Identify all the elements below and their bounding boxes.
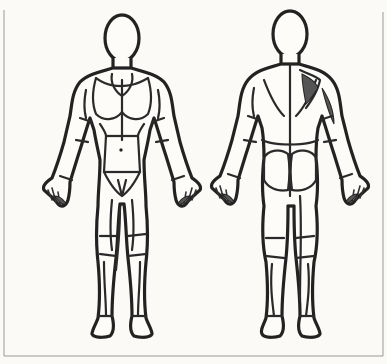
front-head [105,15,139,61]
back-head [273,11,307,57]
front-navel [119,148,122,151]
back-leg-inner-shade [300,196,301,300]
back-body-figure [211,11,368,337]
front-body-figure [43,15,200,337]
